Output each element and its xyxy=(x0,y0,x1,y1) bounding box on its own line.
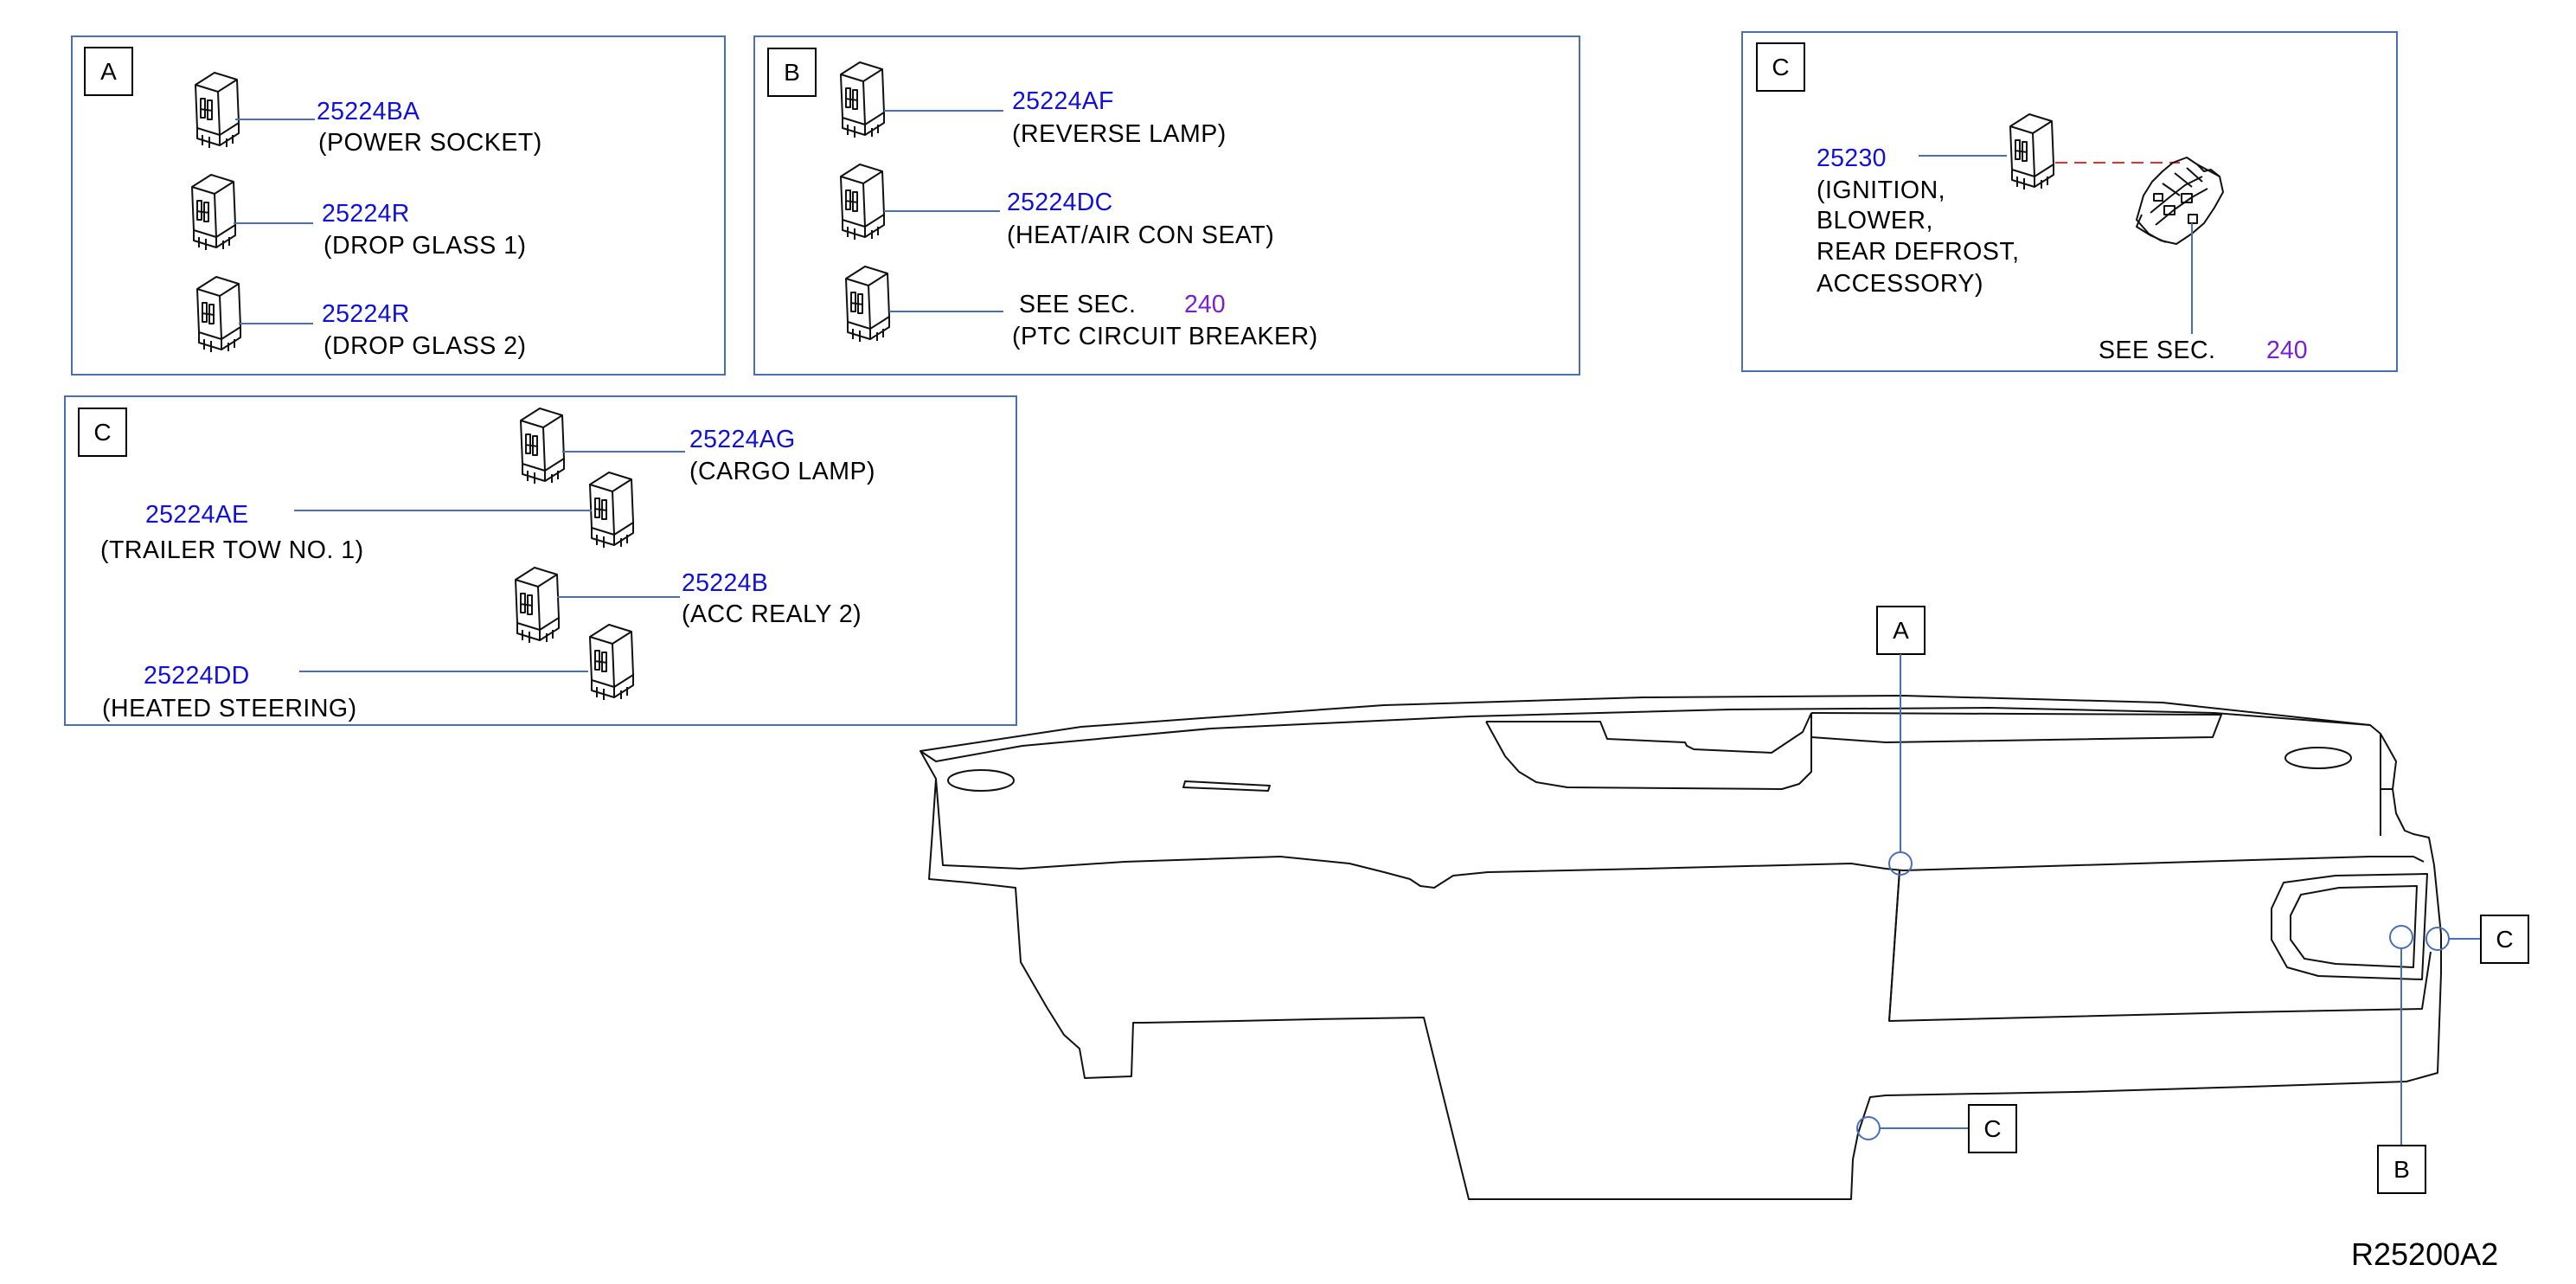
section-number: 240 xyxy=(2266,337,2308,364)
part-description: (PTC CIRCUIT BREAKER) xyxy=(1012,323,1318,350)
part-description-line: (IGNITION, xyxy=(1817,177,1945,204)
part-number-25224AG: 25224AG xyxy=(689,426,796,453)
part-number-25224R: 25224R xyxy=(322,300,410,328)
callout-marker xyxy=(2389,925,2413,949)
callout-a-box xyxy=(1876,606,1926,655)
part-description: (TRAILER TOW NO. 1) xyxy=(100,536,364,564)
panel-a-key-box xyxy=(84,47,133,96)
part-description: (POWER SOCKET) xyxy=(318,129,542,157)
diagram-code: R25200A2 xyxy=(2351,1236,2498,1272)
panel-a-frame xyxy=(71,35,726,376)
panel-b: B 25224AF (REVERSE LAMP) 25224DC (HEAT/A… xyxy=(753,35,1580,376)
relay-icon xyxy=(520,408,565,485)
relay-icon xyxy=(845,266,890,343)
junction-block-icon xyxy=(2136,157,2224,245)
panel-c-top-frame xyxy=(1741,31,2398,372)
callout-a-label: A xyxy=(1893,617,1909,644)
part-number-25224R: 25224R xyxy=(322,200,410,228)
part-description: (HEAT/AIR CON SEAT) xyxy=(1007,221,1274,249)
section-number: 240 xyxy=(1184,291,1226,318)
part-number-25224BA: 25224BA xyxy=(317,98,420,125)
panel-c-top: C 25230 (IGNITION, BLOWER, REAR DEFROST,… xyxy=(1741,31,2398,372)
see-section-label: SEE SEC. xyxy=(2099,337,2215,364)
callout-b: B xyxy=(2377,925,2426,1194)
see-section-label: SEE SEC. xyxy=(1019,291,1136,318)
instrument-panel-outline xyxy=(920,695,2442,1200)
relay-icon xyxy=(589,472,634,549)
part-description: (CARGO LAMP) xyxy=(689,458,875,485)
part-number-25224DD: 25224DD xyxy=(144,662,250,690)
callout-c-right-box xyxy=(2480,915,2529,964)
panel-a-key: A xyxy=(100,58,117,85)
callout-c-right: C xyxy=(2425,915,2529,964)
callout-c-bottom-label: C xyxy=(1983,1115,2001,1142)
relay-icon xyxy=(195,72,240,149)
panel-c-mid: C 25224AG (CARGO LAMP) 25224AE (TRAILER … xyxy=(64,395,1017,726)
relay-icon xyxy=(840,164,885,241)
panel-a: A 25224BA (POWER SOCKET) 25224R (DROP GL… xyxy=(71,35,726,376)
callout-c-right-label: C xyxy=(2496,926,2513,953)
callout-c-bottom: C xyxy=(1856,1104,2017,1153)
part-description-line: REAR DEFROST, xyxy=(1817,238,2020,266)
relay-icon xyxy=(191,174,236,251)
see-section-ref: SEE SEC. 240 xyxy=(2099,337,2308,364)
callout-marker xyxy=(2425,927,2450,951)
panel-c-top-key-box xyxy=(1756,42,1805,92)
part-number-25224AF: 25224AF xyxy=(1012,87,1114,115)
part-description-line: BLOWER, xyxy=(1817,207,1933,234)
part-description: (HEATED STEERING) xyxy=(102,695,357,722)
callout-b-label: B xyxy=(2393,1156,2410,1183)
callout-marker xyxy=(1888,851,1913,876)
panel-b-frame xyxy=(753,35,1580,376)
part-number-25224B: 25224B xyxy=(682,569,768,597)
relay-icon xyxy=(196,276,241,353)
panel-c-mid-frame xyxy=(64,395,1017,726)
part-description: (DROP GLASS 2) xyxy=(324,332,527,360)
part-description-line: ACCESSORY) xyxy=(1817,270,1983,298)
part-number-25224AE: 25224AE xyxy=(145,501,248,529)
callout-a: A xyxy=(1876,606,1926,876)
panel-b-key-box xyxy=(767,48,817,97)
relay-icon xyxy=(515,567,560,644)
panel-b-key: B xyxy=(784,59,800,86)
callout-b-box xyxy=(2377,1145,2426,1194)
relay-icon xyxy=(840,61,885,138)
see-section-ref: SEE SEC. 240 xyxy=(1019,291,1226,318)
part-description: (REVERSE LAMP) xyxy=(1012,120,1227,148)
part-number-25230: 25230 xyxy=(1817,144,1887,172)
part-description: (DROP GLASS 1) xyxy=(324,232,527,260)
panel-c-top-key: C xyxy=(1772,54,1789,80)
relay-icon xyxy=(2009,113,2054,190)
callout-c-bottom-box xyxy=(1968,1104,2017,1153)
panel-c-mid-key: C xyxy=(93,419,111,446)
relay-icon xyxy=(589,624,634,701)
panel-c-mid-key-box xyxy=(78,408,127,457)
part-description: (ACC REALY 2) xyxy=(682,600,862,628)
part-number-25224DC: 25224DC xyxy=(1007,189,1113,216)
